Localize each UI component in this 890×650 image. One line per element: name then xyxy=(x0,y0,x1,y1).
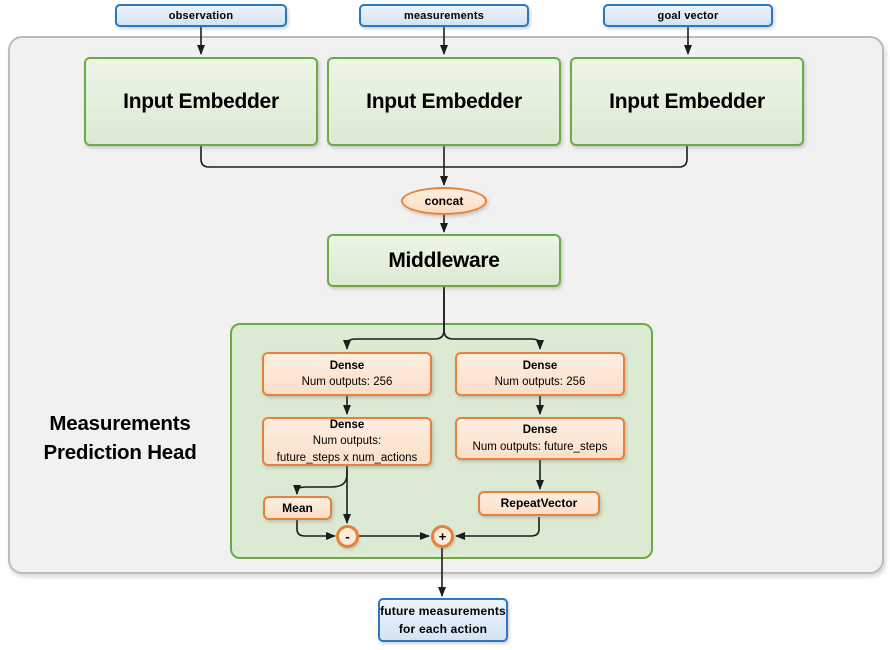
mean-label: Mean xyxy=(282,500,313,515)
input-embedder-observation: Input Embedder xyxy=(84,57,318,146)
dense-subtitle: Num outputs: future_steps xyxy=(472,440,608,453)
dense-title: Dense xyxy=(329,359,365,372)
dense-left-1: Dense Num outputs: 256 xyxy=(262,352,432,396)
dense-subtitle: Num outputs: 256 xyxy=(494,376,586,388)
subtract-node: - xyxy=(336,525,359,548)
middleware-label: Middleware xyxy=(388,248,500,272)
dense-right-1: Dense Num outputs: 256 xyxy=(455,352,625,396)
output-node: future measurements for each action xyxy=(378,598,508,642)
input-node-goal-vector: goal vector xyxy=(603,4,773,27)
input-node-label: measurements xyxy=(403,9,485,22)
dense-subtitle: Num outputs: xyxy=(312,435,382,448)
head-title-line2: Prediction Head xyxy=(43,441,197,464)
embedder-label: Input Embedder xyxy=(366,89,522,113)
input-embedder-measurements: Input Embedder xyxy=(327,57,561,146)
concat-label: concat xyxy=(424,194,464,208)
input-node-label: observation xyxy=(168,9,234,22)
head-title: Measurements Prediction Head xyxy=(16,409,224,467)
repeat-vector-label: RepeatVector xyxy=(500,496,578,511)
plus-symbol: + xyxy=(438,529,447,544)
input-node-observation: observation xyxy=(115,4,287,27)
dense-left-2: Dense Num outputs: future_steps x num_ac… xyxy=(262,417,432,466)
dense-title: Dense xyxy=(522,424,558,437)
output-label-line1: future measurements xyxy=(380,604,506,618)
dense-subtitle: Num outputs: 256 xyxy=(301,376,393,388)
concat-node: concat xyxy=(401,187,487,215)
input-node-label: goal vector xyxy=(657,9,719,22)
dense-title: Dense xyxy=(329,419,365,432)
output-label-line2: for each action xyxy=(398,622,488,636)
minus-symbol: - xyxy=(345,529,350,544)
input-embedder-goal-vector: Input Embedder xyxy=(570,57,804,146)
add-node: + xyxy=(431,525,454,548)
repeat-vector-node: RepeatVector xyxy=(478,491,600,516)
head-title-line1: Measurements xyxy=(49,412,191,435)
mean-node: Mean xyxy=(263,496,332,520)
dense-right-2: Dense Num outputs: future_steps xyxy=(455,417,625,460)
dense-subtitle2: future_steps x num_actions xyxy=(276,451,418,464)
embedder-label: Input Embedder xyxy=(123,89,279,113)
dense-title: Dense xyxy=(522,359,558,372)
input-node-measurements: measurements xyxy=(359,4,529,27)
embedder-label: Input Embedder xyxy=(609,89,765,113)
middleware-node: Middleware xyxy=(327,234,561,287)
